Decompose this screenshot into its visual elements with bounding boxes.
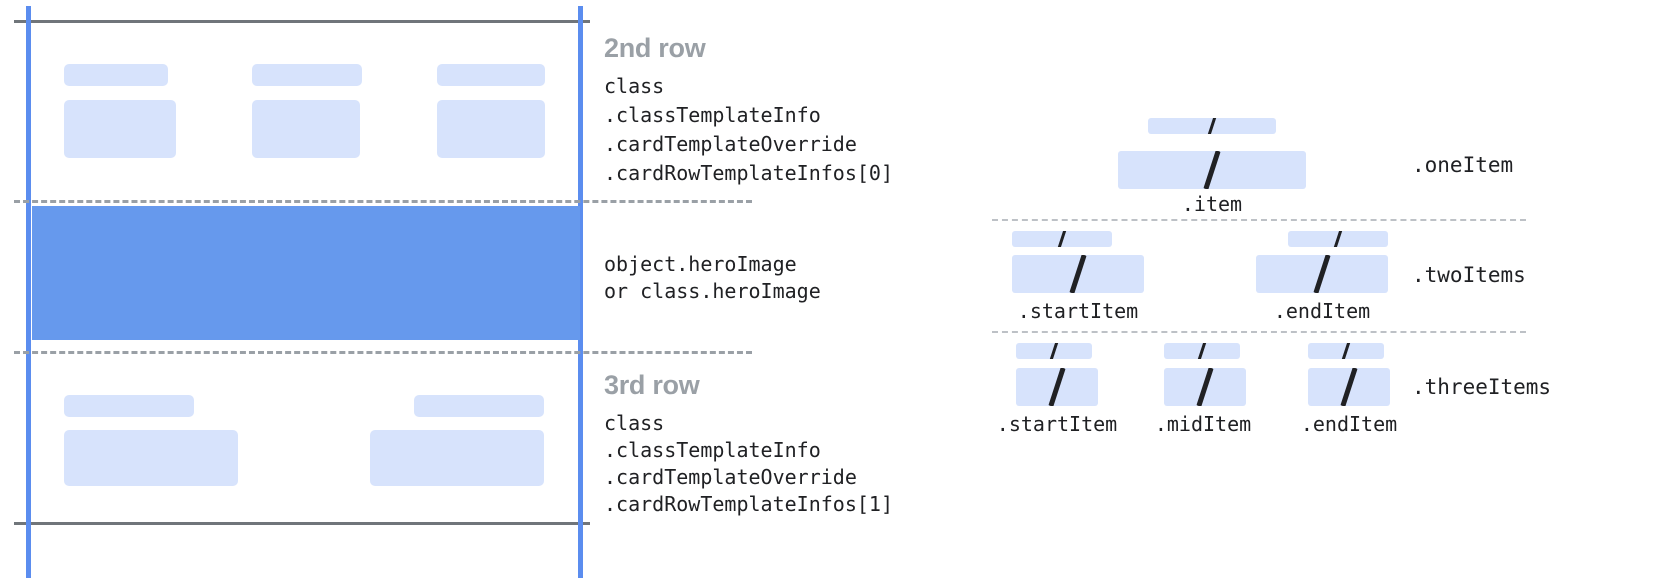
row2-chip-body-2 [252,100,360,158]
row3-code-line-0: class [604,411,665,435]
slash-icon [1207,118,1217,134]
three-items-end-label-chip [1308,343,1384,359]
card-frame-bottom-rule [14,522,590,525]
slash-icon [1313,255,1331,293]
card-frame-top-rule [14,20,590,23]
three-items-start-label: .startItem [996,412,1118,436]
hero-code-line-1: or class.heroImage [604,279,821,303]
row2-chip-title-3 [437,64,545,86]
item-group-two-label: .twoItems [1412,263,1526,287]
row2-code-line-2: .cardTemplateOverride [604,132,857,156]
three-items-end-label: .endItem [1300,412,1398,436]
two-items-end-label-chip [1288,231,1388,247]
slash-icon [1340,368,1358,406]
row2-title: 2nd row [604,33,706,63]
three-items-mid-value-chip [1164,368,1246,406]
divider-hero-row3 [14,351,752,354]
row3-code-line-2: .cardTemplateOverride [604,465,857,489]
row2-code-line-1: .classTemplateInfo [604,103,821,127]
row3-chip-body-2 [370,430,544,486]
hero-code-line-0: object.heroImage [604,252,797,276]
row3-chip-title-1 [64,395,194,417]
three-items-start-label-chip [1016,343,1092,359]
three-items-end-value-chip [1308,368,1390,406]
row2-chip-body-3 [437,100,545,158]
row2-code-line-3: .cardRowTemplateInfos[0] [604,161,893,185]
slash-icon [1341,343,1351,359]
card-rail-left [26,6,31,578]
two-items-start-value-chip [1012,255,1144,293]
slash-icon [1057,231,1067,247]
three-items-mid-label-chip [1164,343,1240,359]
row3-code-line-1: .classTemplateInfo [604,438,821,462]
divider-one-two [992,219,1526,221]
three-items-start-value-chip [1016,368,1098,406]
hero-image-band [32,206,580,340]
item-slot-diagram: .item .oneItem .startItem .endItem .twoI… [940,0,1676,584]
slash-icon [1333,231,1343,247]
divider-row2-hero [14,200,752,203]
slash-icon [1203,151,1221,189]
row3-code-line-3: .cardRowTemplateInfos[1] [604,492,893,516]
row3-chip-body-1 [64,430,238,486]
row3-title: 3rd row [604,370,700,400]
row2-code-line-0: class [604,74,665,98]
slash-icon [1069,255,1087,293]
two-items-end-label: .endItem [1273,299,1371,323]
row2-chip-body-1 [64,100,176,158]
slash-icon [1197,343,1207,359]
one-item-slot-value-chip [1118,151,1306,189]
divider-two-three [992,331,1526,333]
one-item-slot-label-chip [1148,118,1276,134]
three-items-mid-label: .midItem [1154,412,1252,436]
two-items-start-label-chip [1012,231,1112,247]
row3-chip-title-2 [414,395,544,417]
item-group-one-label: .oneItem [1412,153,1514,177]
card-rail-right [578,6,583,578]
row2-chip-title-2 [252,64,362,86]
slash-icon [1048,368,1066,406]
two-items-start-label: .startItem [1017,299,1139,323]
card-layout-diagram [0,0,752,584]
row2-chip-title-1 [64,64,168,86]
item-group-three-label: .threeItems [1412,375,1552,399]
two-items-end-value-chip [1256,255,1388,293]
slash-icon [1049,343,1059,359]
slash-icon [1196,368,1214,406]
one-item-slot-label: .item [1181,192,1243,216]
